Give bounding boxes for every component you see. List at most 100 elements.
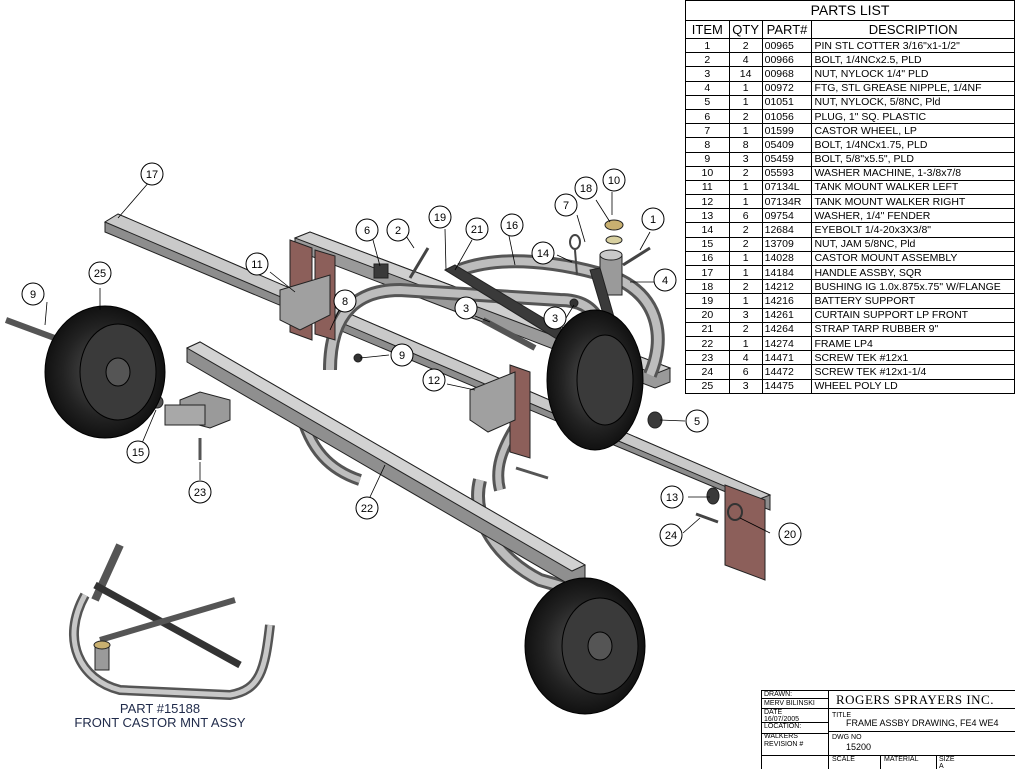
part-number: 12684	[761, 222, 813, 238]
header-part-number: PART#	[761, 20, 813, 39]
description: BUSHING IG 1.0x.875x.75" W/FLANGE	[811, 279, 1015, 295]
callout-number: 25	[94, 268, 106, 280]
callout-number: 9	[30, 289, 36, 301]
callout-number: 5	[694, 416, 700, 428]
part-number: 00972	[761, 80, 813, 96]
description: PLUG, 1" SQ. PLASTIC	[811, 108, 1015, 125]
callout-circle	[500, 213, 524, 237]
part-number: 14472	[761, 364, 813, 380]
callout-number: 16	[506, 220, 518, 232]
item-number: 2	[685, 52, 730, 68]
callout-circle	[653, 268, 677, 292]
callout-number: 14	[537, 248, 549, 260]
description: BATTERY SUPPORT	[811, 293, 1015, 309]
callout-circle	[659, 523, 683, 547]
description: CASTOR MOUNT ASSEMBLY	[811, 250, 1015, 267]
tank-mounts	[279, 274, 516, 433]
quantity: 4	[728, 350, 763, 366]
description: EYEBOLT 1/4-20x3X3/8"	[811, 222, 1015, 238]
item-number: 5	[685, 94, 730, 110]
description: CASTOR WHEEL, LP	[811, 123, 1015, 139]
callout-circle	[778, 522, 802, 546]
wheel-front	[524, 577, 646, 715]
quantity: 6	[728, 208, 763, 224]
item-number: 17	[685, 264, 730, 281]
quantity: 1	[728, 194, 763, 210]
description: WASHER, 1/4" FENDER	[811, 208, 1015, 224]
quantity: 2	[728, 321, 763, 337]
callout-circle	[188, 480, 212, 504]
quantity: 2	[728, 222, 763, 238]
location-label: LOCATION:	[764, 723, 802, 730]
description: FRAME LP4	[811, 335, 1015, 352]
callout-circle	[126, 440, 150, 464]
callout-number: 19	[434, 212, 446, 224]
part-number: 14274	[761, 335, 813, 352]
description: BOLT, 1/4NCx1.75, PLD	[811, 137, 1015, 153]
size-value: A	[939, 763, 944, 770]
drawing-title: FRAME ASSBY DRAWING, FE4 WE4	[846, 718, 999, 728]
size-label: SIZE	[939, 756, 955, 763]
callout-number: 1	[650, 214, 656, 226]
callout-number: 3	[463, 303, 469, 315]
quantity: 8	[728, 137, 763, 153]
date-label: DATE	[764, 709, 783, 716]
quantity: 6	[728, 364, 763, 380]
quantity: 1	[728, 293, 763, 309]
description: HANDLE ASSBY, SQR	[811, 264, 1015, 281]
description: TANK MOUNT WALKER LEFT	[811, 179, 1015, 196]
item-number: 3	[685, 66, 730, 82]
description: FTG, STL GREASE NIPPLE, 1/4NF	[811, 80, 1015, 96]
quantity: 1	[728, 264, 763, 281]
description: BOLT, 1/4NCx2.5, PLD	[811, 52, 1015, 68]
frame-lp4	[164, 341, 587, 587]
quantity: 1	[728, 80, 763, 96]
quantity: 1	[728, 94, 763, 110]
callout-circle	[465, 217, 489, 241]
quantity: 14	[728, 66, 763, 82]
item-number: 22	[685, 335, 730, 352]
part-number: 14212	[761, 279, 813, 295]
part-number: 14471	[761, 350, 813, 366]
item-number: 18	[685, 279, 730, 295]
description: BOLT, 5/8"x5.5", PLD	[811, 151, 1015, 167]
item-number: 6	[685, 108, 730, 125]
part-number: 00965	[761, 37, 813, 54]
title-block: DRAWN: MERV BILINSKI DATE 16/07/2005 LOC…	[761, 690, 1015, 770]
callout-number: 24	[665, 530, 677, 542]
part-number: 09754	[761, 208, 813, 224]
header-description: DESCRIPTION	[811, 20, 1015, 39]
item-number: 12	[685, 194, 730, 210]
callout-number: 8	[342, 296, 348, 308]
callout-number: 7	[563, 200, 569, 212]
part-number: 14261	[761, 307, 813, 323]
quantity: 1	[728, 123, 763, 139]
quantity: 2	[728, 279, 763, 295]
item-number: 4	[685, 80, 730, 96]
callout-circle	[21, 282, 45, 306]
callout-circle	[355, 496, 379, 520]
item-number: 19	[685, 293, 730, 309]
drawn-label: DRAWN:	[764, 691, 793, 698]
description: TANK MOUNT WALKER RIGHT	[811, 194, 1015, 210]
callout-circle	[574, 176, 598, 200]
parts-list-title: PARTS LIST	[685, 0, 1015, 20]
date-value: 16/07/2005	[764, 716, 800, 723]
quantity: 2	[728, 165, 763, 181]
item-number: 25	[685, 378, 730, 394]
item-number: 13	[685, 208, 730, 224]
front-castor-mount	[69, 543, 275, 701]
part-number: 05593	[761, 165, 813, 181]
callout-number: 12	[428, 375, 440, 387]
callout-circle	[602, 168, 626, 192]
item-number: 7	[685, 123, 730, 139]
dwg-number: 15200	[846, 742, 872, 752]
